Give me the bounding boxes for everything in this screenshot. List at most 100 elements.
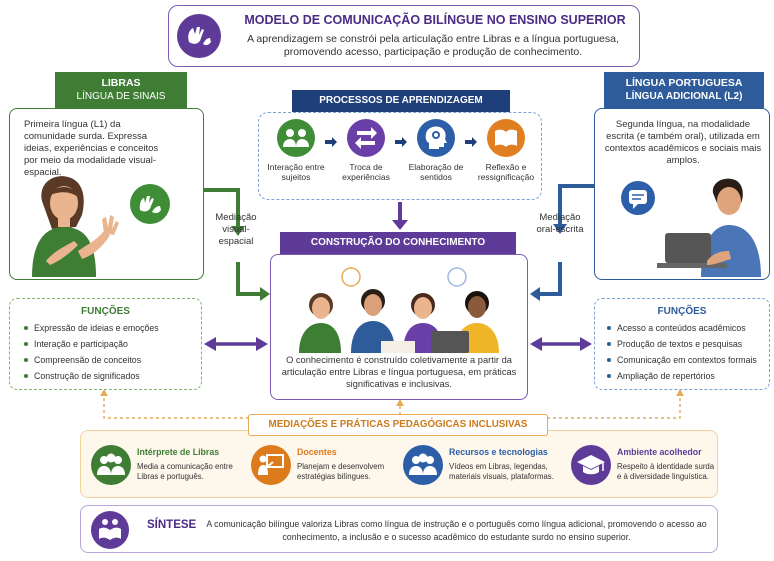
process-step-label: Elaboração de sentidos	[408, 162, 464, 182]
libras-function-text: Compreensão de conceitos	[34, 355, 142, 365]
mediation-item: Recursos e tecnologias Vídeos em Libras,…	[403, 443, 563, 491]
arrow-libras-to-mediation	[204, 188, 240, 228]
synthesis-title: SÍNTESE	[147, 519, 197, 531]
portuguese-function-text: Comunicação em contextos formais	[617, 355, 757, 365]
process-step-label: Reflexão e ressignificação	[477, 162, 535, 182]
mediation-oral-written-label: Mediação oral-escrita	[536, 212, 584, 235]
resources-group-icon	[403, 445, 443, 485]
teacher-board-icon	[251, 445, 291, 485]
mediation-desc-line: Libras e português.	[137, 472, 204, 481]
processes-card: Interação entre sujeitos Troca de experi…	[258, 112, 542, 200]
mediation-description: Vídeos em Libras, legendas,materiais vis…	[449, 462, 554, 482]
mediations-card: Intérprete de Libras Media a comunicação…	[80, 430, 718, 498]
process-step-label: Interação entre sujeitos	[267, 162, 325, 182]
construction-tab: CONSTRUÇÃO DO CONHECIMENTO	[280, 232, 516, 254]
portuguese-description: Segunda língua, na modalidade escrita (e…	[604, 119, 762, 166]
bullet-icon	[607, 373, 611, 378]
portuguese-functions-card: FUNÇÕES Acesso a conteúdos acadêmicos Pr…	[594, 298, 770, 390]
dotted-connector-right	[548, 392, 681, 419]
graduation-cap-icon	[571, 445, 611, 485]
process-step: Elaboração de sentidos	[407, 119, 465, 182]
portuguese-card: Segunda língua, na modalidade escrita (e…	[594, 108, 770, 280]
bullet-icon	[24, 373, 28, 378]
process-step: Troca de experiências	[337, 119, 395, 182]
mediation-title: Recursos e tecnologias	[449, 447, 548, 457]
libras-function-item: Expressão de ideias e emoções	[24, 323, 159, 333]
dotted-connector-left-head	[100, 389, 108, 396]
libras-subtitle: LÍNGUA DE SINAIS	[76, 91, 166, 102]
synthesis-card: SÍNTESE A comunicação bilíngue valoriza …	[80, 505, 718, 553]
portuguese-subtitle: LÍNGUA ADICIONAL (L2)	[625, 91, 743, 102]
process-step: Reflexão e ressignificação	[477, 119, 535, 182]
double-arrow-right-head-b	[580, 337, 592, 351]
libras-functions-card: FUNÇÕES Expressão de ideias e emoções In…	[9, 298, 202, 390]
libras-functions-title: FUNÇÕES	[81, 306, 130, 317]
arrow-port-head-1	[553, 224, 567, 234]
libras-function-text: Expressão de ideias e emoções	[34, 323, 159, 333]
double-arrow-left-head-a	[204, 337, 216, 351]
page-title: MODELO DE COMUNICAÇÃO BILÍNGUE NO ENSINO…	[244, 13, 626, 27]
bullet-icon	[607, 357, 611, 362]
bullet-icon	[24, 357, 28, 362]
dotted-connector-center-head	[396, 399, 404, 406]
portuguese-function-text: Produção de textos e pesquisas	[617, 339, 743, 349]
arrow-mediation-to-construction	[236, 262, 262, 296]
mediations-tab: MEDIAÇÕES E PRÁTICAS PEDAGÓGICAS INCLUSI…	[248, 414, 548, 436]
arrow-libras-head-1	[231, 226, 245, 236]
mediation-desc-line: estratégias bilíngues.	[297, 472, 371, 481]
libras-function-item: Construção de significados	[24, 371, 140, 381]
mediation-title: Docentes	[297, 447, 337, 457]
processes-tab: PROCESSOS DE APRENDIZAGEM	[292, 90, 510, 112]
bullet-icon	[24, 325, 28, 330]
bullet-icon	[24, 341, 28, 346]
man-laptop-illustration	[657, 178, 761, 277]
libras-tab: LIBRAS LÍNGUA DE SINAIS	[55, 72, 187, 108]
portuguese-tab: LÍNGUA PORTUGUESA LÍNGUA ADICIONAL (L2)	[604, 72, 764, 108]
libras-function-text: Construção de significados	[34, 371, 140, 381]
students-group-illustration	[299, 267, 499, 353]
chat-bubble-icon	[621, 181, 655, 215]
bullet-icon	[607, 341, 611, 346]
arrow-right-icon	[395, 137, 407, 147]
synthesis-text: A comunicação bilíngue valoriza Libras c…	[206, 519, 707, 542]
portuguese-function-item: Ampliação de repertórios	[607, 371, 715, 381]
mediation-item: Ambiente acolhedor Respeito à identidade…	[571, 443, 717, 491]
arrow-right-icon	[465, 137, 477, 147]
construction-text: O conhecimento é construído coletivament…	[281, 355, 517, 389]
interpreter-group-icon	[91, 445, 131, 485]
mediation-desc-line: Planejam e desenvolvem	[297, 462, 385, 471]
portuguese-function-text: Ampliação de repertórios	[617, 371, 715, 381]
mediation-desc-line: Respeito à identidade surda	[617, 462, 715, 471]
arrow-port-head-2	[530, 287, 540, 301]
hands-signing-icon	[130, 184, 170, 224]
mediation-desc-line: materiais visuais, plataformas.	[449, 472, 554, 481]
header-banner: MODELO DE COMUNICAÇÃO BILÍNGUE NO ENSINO…	[168, 5, 640, 67]
mediation-visual-spatial-label: Mediação visual-espacial	[215, 212, 257, 247]
arrow-right-icon	[325, 137, 337, 147]
sign-language-icon	[177, 14, 221, 58]
dotted-connector-right-head	[676, 389, 684, 396]
dotted-connector-left	[103, 392, 248, 419]
exchange-icon	[347, 119, 385, 157]
mediation-desc-line: e à diversidade linguística.	[617, 472, 709, 481]
head-gear-icon	[417, 119, 455, 157]
portuguese-function-item: Produção de textos e pesquisas	[607, 339, 742, 349]
arrow-port-to-mediation	[558, 184, 594, 226]
libras-function-text: Interação e participação	[34, 339, 128, 349]
double-arrow-left-head-b	[256, 337, 268, 351]
libras-card: Primeira língua (L1) da comunidade surda…	[9, 108, 204, 280]
page-subtitle: A aprendizagem se constrói pela articula…	[247, 33, 619, 58]
libras-title: LIBRAS	[101, 77, 141, 89]
portuguese-function-text: Acesso a conteúdos acadêmicos	[617, 323, 746, 333]
book-icon	[487, 119, 525, 157]
woman-signing-illustration	[32, 176, 119, 277]
portuguese-title: LÍNGUA PORTUGUESA	[625, 77, 743, 89]
double-arrow-right-head-a	[530, 337, 542, 351]
open-book-icon	[91, 511, 129, 549]
libras-function-item: Interação e participação	[24, 339, 128, 349]
